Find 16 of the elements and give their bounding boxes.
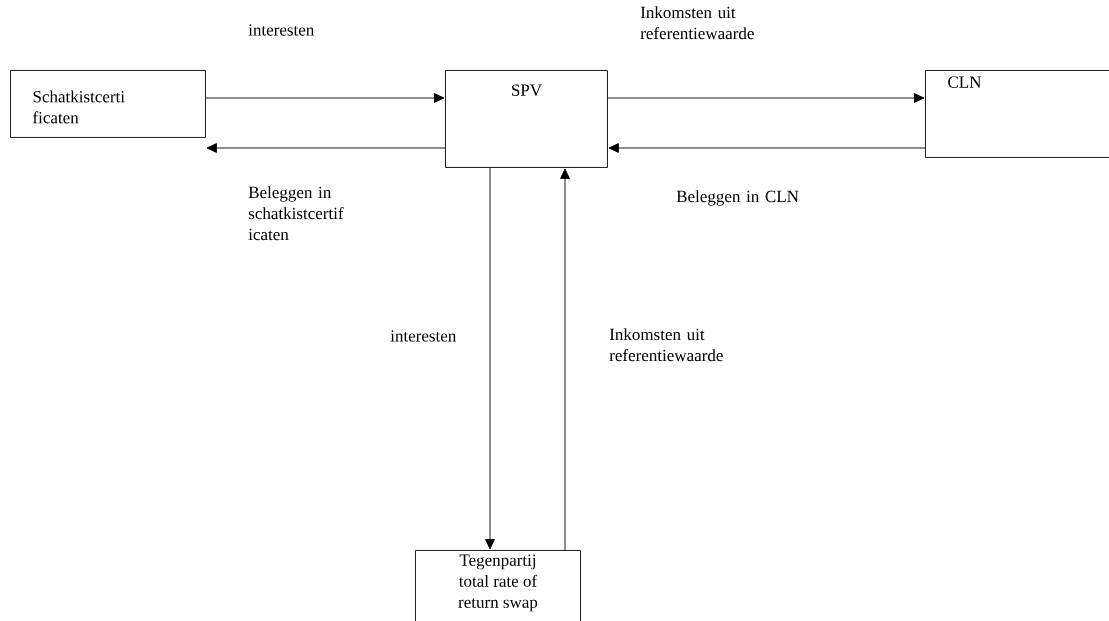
process-box: Tegenpartij total rate of return swap — [415, 550, 581, 621]
edge-label: Inkomsten uit referentiewaarde — [640, 6, 754, 40]
arrow — [560, 168, 570, 551]
edge-label: Inkomsten uit referentiewaarde — [609, 328, 723, 362]
arrow — [206, 143, 446, 153]
arrow — [205, 93, 445, 103]
edge-label: interesten — [248, 24, 315, 36]
process-box: Schatkistcerti ficaten — [10, 70, 206, 138]
process-box: SPV — [445, 70, 608, 168]
edge-label: Beleggen in CLN — [676, 190, 799, 206]
arrow — [485, 167, 495, 550]
arrow — [608, 143, 926, 153]
edge-label: interesten — [390, 330, 457, 342]
process-box: CLN — [925, 70, 1109, 158]
arrow — [607, 93, 925, 103]
edge-label: Beleggen in schatkistcertif icaten — [248, 186, 344, 241]
